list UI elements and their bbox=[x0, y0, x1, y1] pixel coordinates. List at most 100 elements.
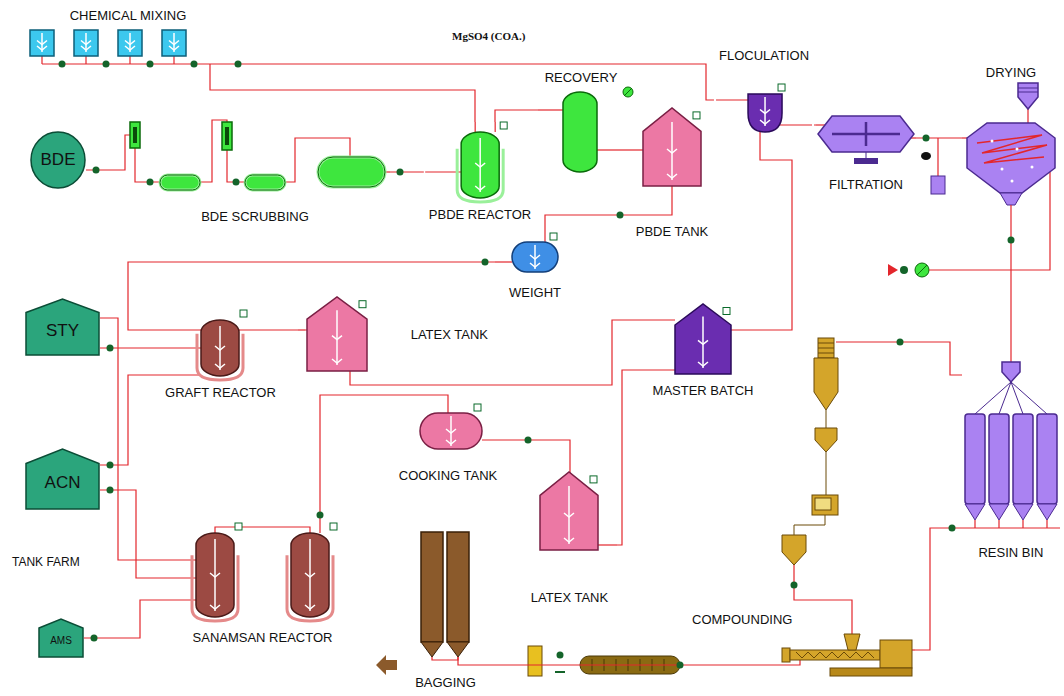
drawn-line bbox=[671, 122, 673, 180]
equipment-label: BDE SCRUBBING bbox=[199, 209, 311, 224]
coagulant-note: MgSO4 (COA.) bbox=[452, 30, 525, 42]
drawn-path bbox=[597, 149, 624, 150]
flocculation-vessel: FLOCULATION bbox=[714, 48, 814, 140]
equipment-label: DRYING bbox=[984, 65, 1038, 80]
drawn-g bbox=[421, 532, 493, 665]
drawn-g bbox=[967, 83, 1055, 230]
drawn-polygon bbox=[888, 264, 898, 276]
drawn-line bbox=[479, 138, 481, 192]
drawn-g bbox=[630, 108, 701, 215]
resin-bins: RESIN BIN bbox=[962, 362, 1060, 560]
drawn-rect bbox=[830, 668, 912, 676]
drawn-g bbox=[628, 304, 778, 374]
process-pipe bbox=[320, 395, 448, 525]
process-pipe bbox=[100, 347, 143, 348]
drawn-rect bbox=[74, 30, 98, 56]
recovery-condenser bbox=[623, 87, 633, 97]
drawn-path bbox=[794, 565, 852, 634]
drawn-rect bbox=[160, 175, 200, 190]
drawn-path bbox=[332, 336, 342, 340]
drawn-path bbox=[826, 410, 827, 428]
drawn-path bbox=[447, 405, 448, 413]
drawn-g bbox=[962, 362, 1060, 528]
drawn-polygon bbox=[1013, 504, 1033, 520]
drawn-rect bbox=[245, 175, 285, 190]
latex-tank: LATEX TANK bbox=[522, 470, 617, 605]
drawn-ellipse bbox=[921, 152, 931, 160]
drawn-rect bbox=[1013, 414, 1033, 504]
drawn-path bbox=[215, 527, 310, 533]
drawn-g bbox=[748, 84, 785, 132]
equipment-symbol bbox=[150, 525, 375, 645]
equipment-label: LATEX TANK bbox=[409, 327, 490, 342]
drawn-path bbox=[41, 56, 42, 64]
drawn-path bbox=[37, 46, 47, 50]
drawn-path bbox=[150, 577, 196, 578]
weigh-vessel: WEIGHT bbox=[495, 234, 575, 300]
filter-auxiliary bbox=[921, 138, 945, 194]
process-pipe bbox=[495, 110, 538, 122]
drawn-polygon bbox=[814, 358, 838, 410]
drawn-line bbox=[214, 539, 216, 611]
pump-dot bbox=[91, 635, 98, 642]
drawn-rect bbox=[130, 122, 140, 148]
drawn-rect bbox=[222, 122, 232, 150]
drawn-rect bbox=[318, 157, 385, 187]
drawn-g bbox=[563, 92, 597, 172]
drawn-path bbox=[917, 265, 927, 275]
drawn-path bbox=[332, 359, 342, 363]
equipment-label: RESIN BIN bbox=[976, 545, 1045, 560]
pump-dot bbox=[525, 437, 532, 444]
drawn-g bbox=[816, 116, 916, 164]
drawn-path bbox=[698, 340, 708, 344]
process-pipe bbox=[390, 171, 424, 172]
drawn-path bbox=[305, 605, 315, 609]
drawn-rect bbox=[420, 413, 482, 449]
process-pipe bbox=[100, 318, 150, 560]
pump-dot bbox=[397, 169, 404, 176]
drawn-g bbox=[31, 132, 85, 188]
drawn-circle bbox=[147, 179, 154, 186]
drawn-path bbox=[210, 573, 220, 577]
drawn-line bbox=[219, 326, 221, 370]
equipment-label: RECOVERY bbox=[543, 70, 620, 85]
drawn-path bbox=[624, 88, 632, 96]
drawn-rect bbox=[989, 414, 1009, 504]
drawn-path bbox=[598, 544, 617, 545]
drawn-rect bbox=[931, 176, 945, 194]
drawn-polygon bbox=[1037, 504, 1057, 520]
drawn-rect bbox=[162, 30, 186, 56]
drawn-rect bbox=[330, 523, 337, 530]
drawn-path bbox=[169, 41, 179, 45]
equipment-label: BDE bbox=[39, 150, 78, 170]
drawn-polygon bbox=[643, 108, 701, 186]
drawn-path bbox=[495, 261, 512, 262]
area-label: TANK FARM bbox=[12, 555, 80, 569]
pump-dot bbox=[317, 512, 324, 519]
drawn-g bbox=[26, 299, 99, 355]
drawn-g bbox=[538, 92, 624, 172]
drawn-path bbox=[482, 439, 518, 440]
drawn-rect bbox=[133, 127, 137, 143]
equipment-label: PBDE TANK bbox=[634, 224, 710, 239]
process-pipe bbox=[617, 370, 628, 545]
drawn-rect bbox=[563, 92, 597, 172]
drawn-path bbox=[794, 515, 825, 535]
drawn-g bbox=[120, 120, 390, 190]
drawn-g bbox=[420, 404, 482, 449]
drawn-rect bbox=[474, 404, 481, 411]
pump-dot bbox=[1008, 237, 1015, 244]
drawn-rect bbox=[245, 175, 285, 190]
latex-tank: LATEX TANK bbox=[305, 295, 490, 373]
process-pipe bbox=[100, 375, 143, 465]
drawn-rect bbox=[421, 532, 443, 642]
drawn-path bbox=[1010, 205, 1011, 230]
reactor: PBDE REACTOR bbox=[424, 122, 536, 222]
rotary-filter: FILTRATION bbox=[816, 112, 916, 192]
drawn-g bbox=[420, 404, 518, 449]
drawn-path bbox=[816, 124, 825, 125]
drawn-path bbox=[974, 520, 975, 528]
drawn-circle bbox=[900, 266, 908, 274]
pump-dot bbox=[107, 462, 114, 469]
